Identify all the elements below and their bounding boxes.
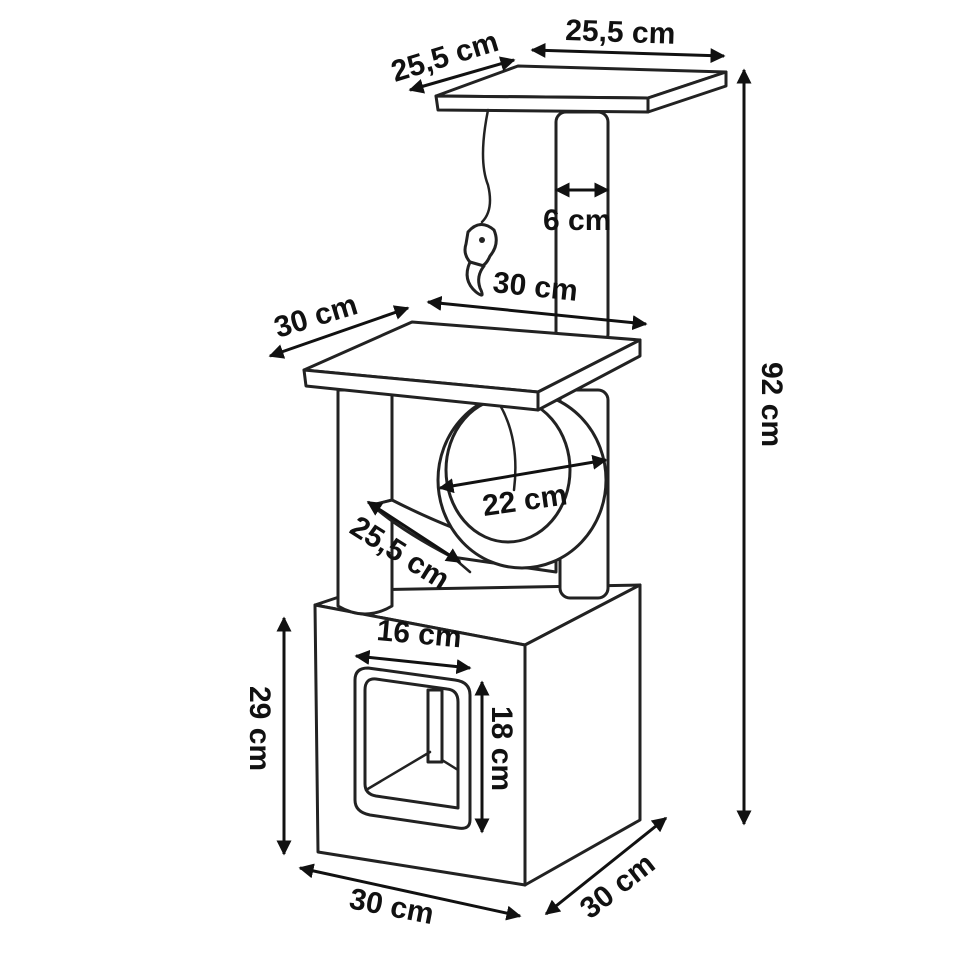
- label-post-diameter: 6 cm: [543, 204, 611, 237]
- label-base-depth: 30 cm: [574, 847, 661, 925]
- inner-post: [426, 688, 444, 764]
- dim-base-width-line: [298, 863, 522, 921]
- label-top-width: 25,5 cm: [565, 14, 676, 51]
- dim-tunnel-diameter-line: [438, 454, 608, 494]
- label-base-height: 29 cm: [243, 686, 276, 771]
- base-interior-floor: [364, 750, 460, 792]
- dim-door-width-line: [354, 649, 472, 675]
- dimension-lines: [268, 42, 752, 921]
- label-door-height: 18 cm: [485, 706, 518, 791]
- toy-mouse-head: [463, 223, 498, 269]
- dim-top-depth-line: [408, 56, 516, 94]
- top-platform-side: [646, 70, 728, 114]
- toy-string: [480, 108, 492, 224]
- label-middle-depth: 30 cm: [270, 288, 361, 344]
- dim-top-width-line: [530, 42, 726, 64]
- toy-mouse-icon: [463, 108, 498, 297]
- tunnel: [436, 390, 608, 570]
- dim-middle-width-line: [426, 295, 648, 331]
- toy-mouse-body: [465, 260, 486, 297]
- middle-platform: [302, 320, 642, 412]
- top-platform: [434, 64, 728, 114]
- toy-mouse-eye: [479, 237, 485, 243]
- label-total-height: 92 cm: [755, 362, 788, 447]
- label-base-width: 30 cm: [347, 882, 437, 931]
- dim-base-depth-line: [544, 816, 668, 916]
- top-platform-front: [434, 94, 650, 114]
- base-door-inner: [363, 677, 460, 810]
- base-box: [313, 583, 642, 887]
- dim-hammock-width-line: [366, 500, 462, 564]
- dim-middle-depth-line: [268, 305, 410, 359]
- middle-platform-side: [536, 338, 642, 412]
- label-door-width: 16 cm: [375, 614, 463, 654]
